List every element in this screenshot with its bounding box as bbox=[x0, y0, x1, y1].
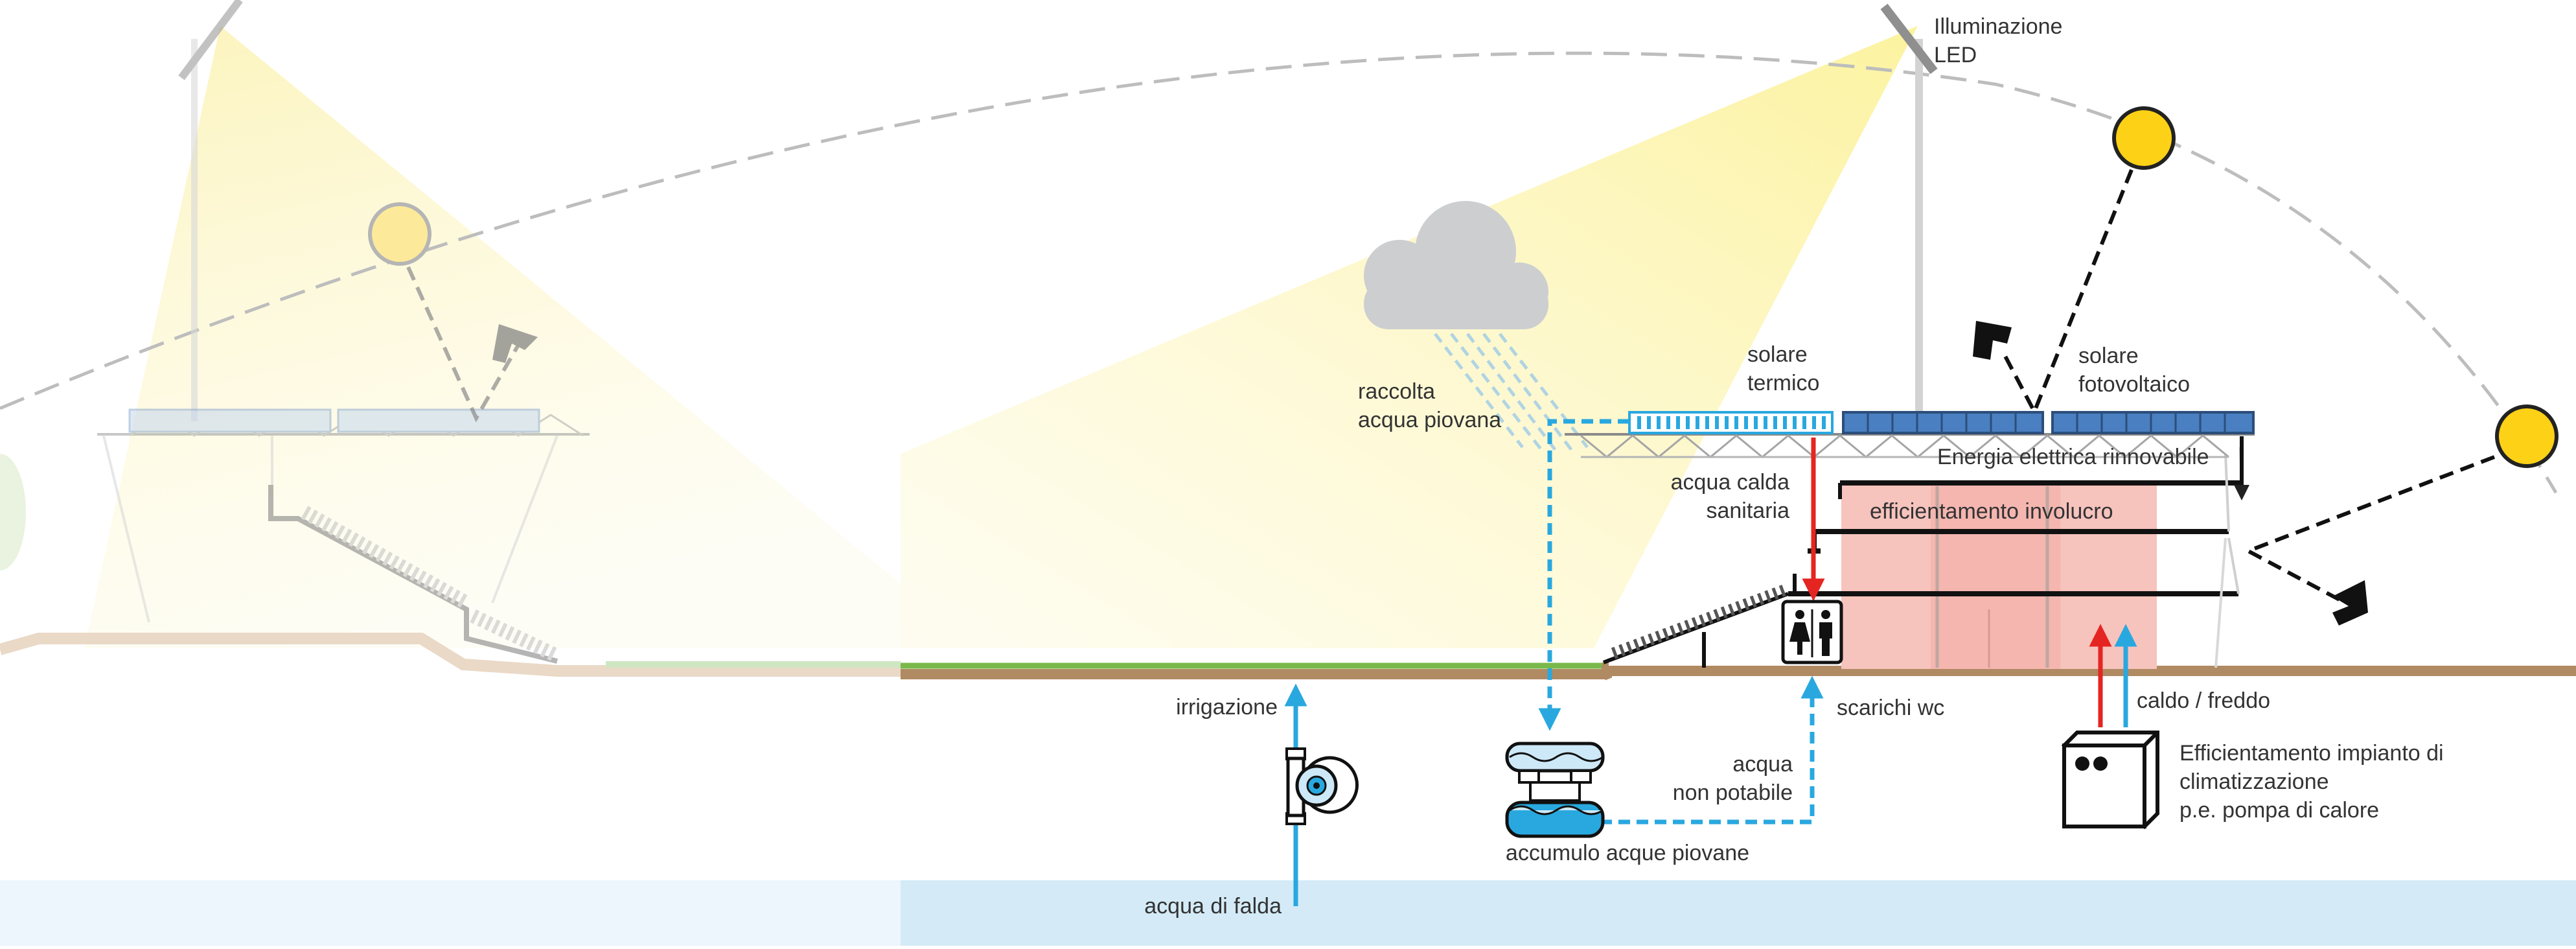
rain-label-line1: raccolta bbox=[1358, 379, 1435, 404]
hot-water-label-line2: sanitaria bbox=[1706, 498, 1789, 523]
led-label-line1: Illuminazione bbox=[1934, 14, 2062, 39]
rainwater-tank-icon bbox=[1505, 742, 1605, 838]
led-label-line2: LED bbox=[1934, 43, 1977, 67]
hot-water-label-line1: acqua calda bbox=[1671, 470, 1789, 495]
hot-cold-label: caldo / freddo bbox=[2137, 688, 2270, 713]
rain-label-line2: acqua piovana bbox=[1358, 408, 1501, 432]
sun-ray-pv bbox=[1973, 169, 2133, 417]
solar-pv-panel bbox=[1842, 411, 2255, 434]
solar-pv-label-line1: solare bbox=[2078, 344, 2139, 368]
non-potable-water-pipe bbox=[1600, 675, 1824, 825]
sun-ray-faded bbox=[406, 266, 538, 423]
water-table-left bbox=[0, 880, 901, 946]
renewable-energy-label: Energia elettrica rinnovabile bbox=[1937, 445, 2209, 469]
envelope-label: efficientamento involucro bbox=[1870, 499, 2113, 524]
rainwater-storage-label: accumulo acque piovane bbox=[1506, 841, 1749, 865]
sun-icon-right bbox=[2495, 404, 2559, 468]
led-light-beam-left bbox=[84, 26, 901, 648]
building-envelope bbox=[1841, 484, 2157, 669]
rain-drops bbox=[1434, 333, 1589, 455]
solar-thermal-label-line1: solare bbox=[1747, 342, 1808, 367]
non-potable-label-line1: acqua bbox=[1732, 752, 1793, 777]
solar-pv-label-line2: fotovoltaico bbox=[2078, 372, 2190, 397]
wc-icon bbox=[1781, 600, 1843, 664]
hvac-label-line2: climatizzazione bbox=[2179, 769, 2329, 794]
sun-icon-faded bbox=[368, 202, 431, 266]
non-potable-label-line2: non potabile bbox=[1673, 780, 1793, 805]
left-edge-tree bbox=[0, 454, 26, 570]
sun-path-arc bbox=[0, 51, 2558, 494]
rainwater-collection-pipe bbox=[1538, 419, 1629, 731]
wc-discharge-label: scarichi wc bbox=[1837, 696, 1944, 720]
solar-thermal-label-line2: termico bbox=[1747, 371, 1819, 395]
led-mast-left bbox=[178, 0, 243, 421]
ground-profile bbox=[0, 633, 2576, 681]
hvac-label-line3: p.e. pompa di calore bbox=[2179, 798, 2379, 823]
building-structure bbox=[1602, 447, 2243, 668]
heat-pump-icon bbox=[2061, 731, 2159, 830]
stadium-left-faded bbox=[97, 408, 590, 664]
led-light-beam-right bbox=[901, 26, 1918, 648]
solar-thermal-panel bbox=[1628, 411, 1834, 434]
pump-icon bbox=[1285, 747, 1359, 825]
groundwater-label: acqua di falda bbox=[1144, 894, 1282, 919]
sun-icon-top bbox=[2112, 106, 2176, 170]
water-table bbox=[901, 880, 2576, 946]
sun-ray-facade bbox=[2243, 455, 2496, 626]
rain-cloud-icon bbox=[1364, 201, 1548, 329]
led-mast-right bbox=[1880, 3, 1938, 431]
irrigation-label: irrigazione bbox=[1176, 695, 1278, 720]
hvac-label-line1: Efficientamento impianto di bbox=[2179, 741, 2444, 766]
